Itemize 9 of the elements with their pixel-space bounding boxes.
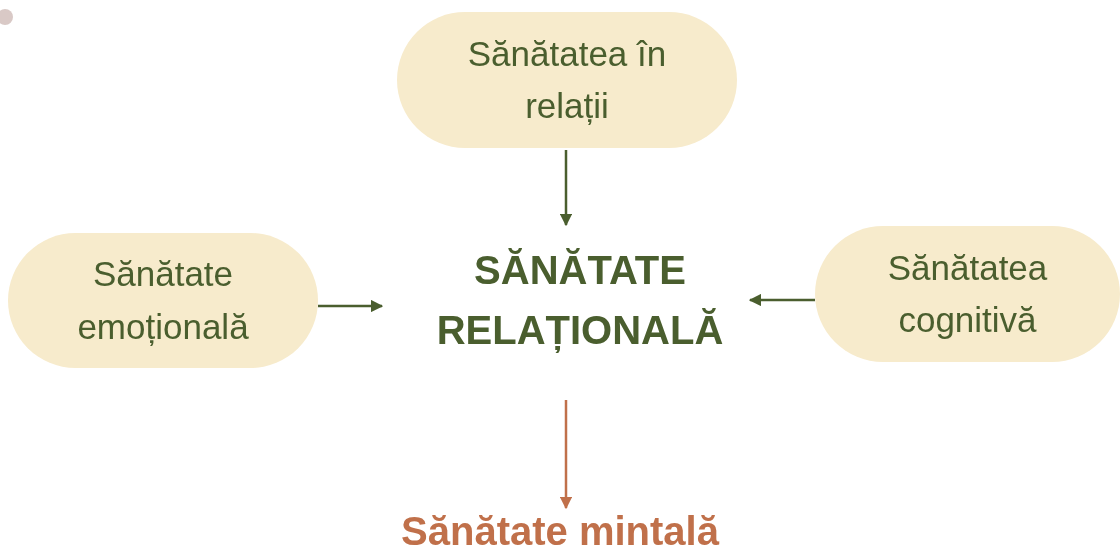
rounded-box: Sănătatea în relații bbox=[397, 12, 737, 148]
result-text: Sănătate mintală bbox=[360, 505, 760, 558]
arrow bbox=[559, 400, 573, 510]
rounded-box: Sănătate emoțională bbox=[8, 233, 318, 368]
arrow bbox=[748, 293, 815, 307]
arrow bbox=[318, 299, 384, 313]
arrow bbox=[559, 150, 573, 227]
rounded-box: Sănătatea cognitivă bbox=[815, 226, 1120, 362]
title-text: SĂNĂTATE RELAȚIONALĂ bbox=[405, 232, 755, 368]
